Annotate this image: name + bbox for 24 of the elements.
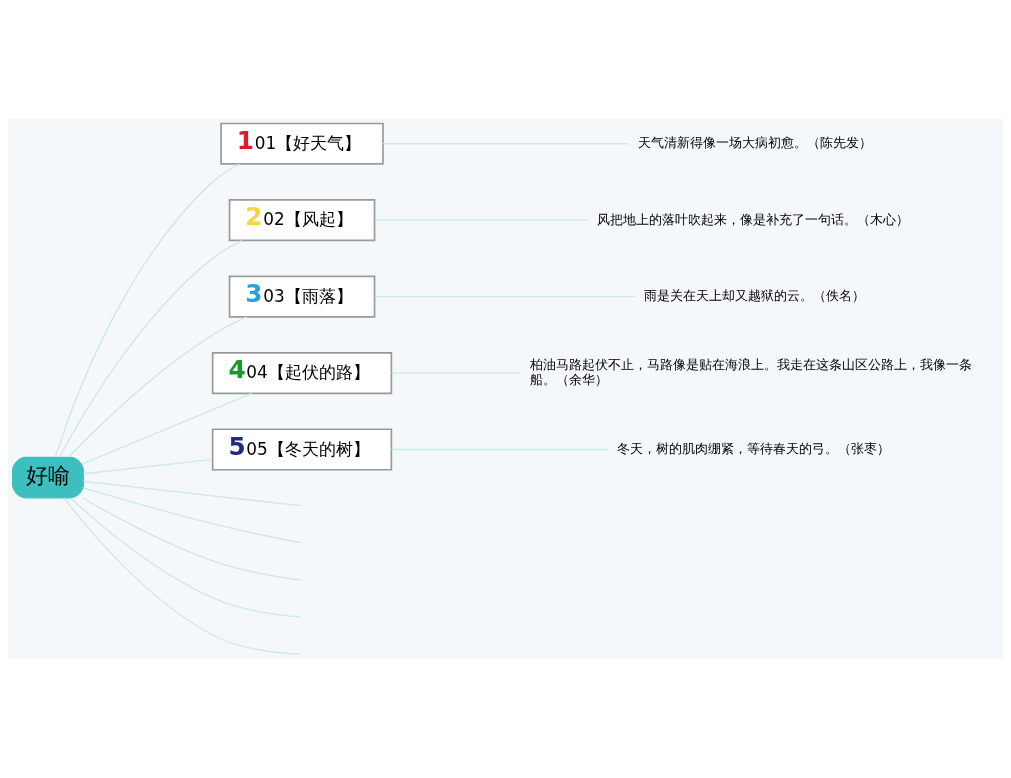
node-box: 404【起伏的路】 <box>211 351 393 395</box>
node-box: 202【风起】 <box>228 199 376 242</box>
node-box: 101【好天气】 <box>220 122 384 165</box>
connector <box>54 163 240 458</box>
connector <box>390 448 609 451</box>
connector <box>58 239 243 458</box>
connector <box>63 497 302 655</box>
connector <box>82 458 213 475</box>
connector <box>82 497 302 581</box>
node-box: 好喻 <box>12 456 84 499</box>
node-text: 风把地上的落叶吹起来，像是补充了一句话。（木心） <box>597 210 910 227</box>
node-text: 雨是关在天上却又越狱的云。（佚名） <box>644 287 866 304</box>
node-text: 天气清新得像一场大病初愈。（陈先发） <box>637 134 872 151</box>
connector <box>382 143 629 145</box>
connector <box>82 480 302 507</box>
connector <box>69 497 302 618</box>
node-text: 冬天，树的肌肉绷紧，等待春天的弓。（张枣） <box>617 439 891 456</box>
node-box: 505【冬天的树】 <box>211 428 393 471</box>
connector <box>67 316 248 458</box>
connector <box>374 295 636 298</box>
connector <box>82 392 253 464</box>
node-text: 柏油马路起伏不止，马路像是贴在海浪上。我走在这条山区公路上，我像一条船。（余华） <box>529 356 972 387</box>
connector <box>82 487 302 544</box>
node-box: 303【雨落】 <box>228 275 376 318</box>
